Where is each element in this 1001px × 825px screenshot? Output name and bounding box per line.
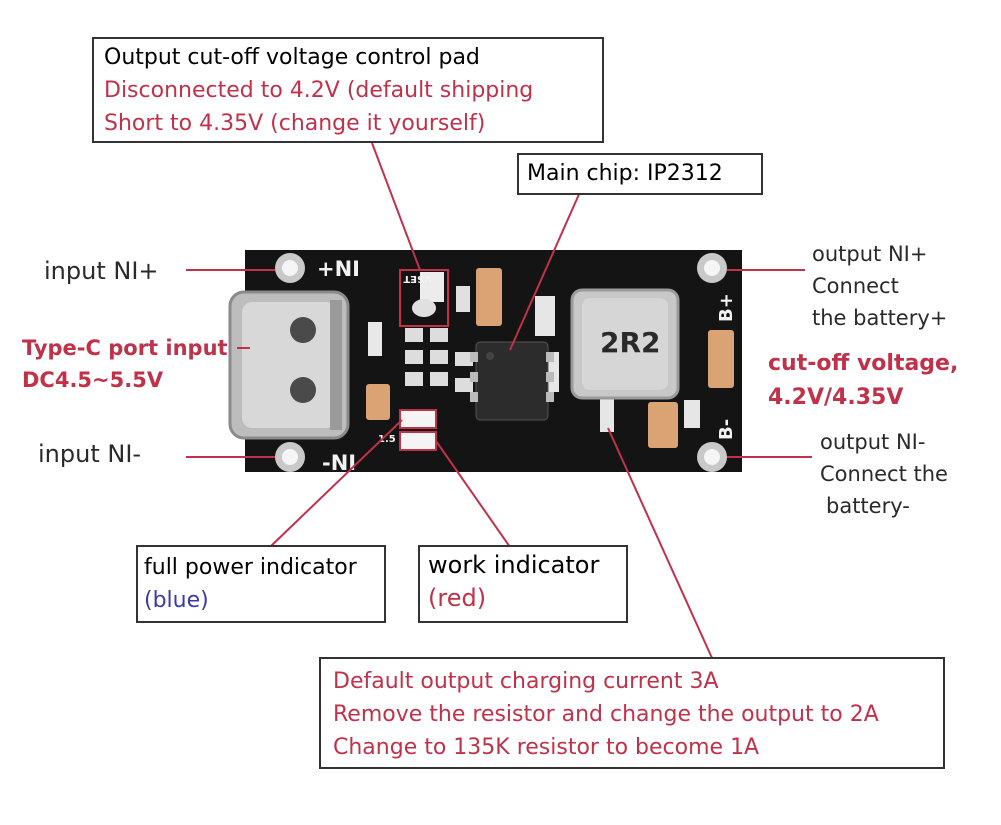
vset-solder-pad bbox=[412, 299, 436, 317]
full-power-led bbox=[399, 409, 437, 429]
cutoff-voltage-label-2: 4.2V/4.35V bbox=[768, 385, 904, 410]
silk-pin-positive: +NI bbox=[317, 257, 360, 281]
leader-lines bbox=[186, 142, 812, 659]
silk-vset: VSET bbox=[403, 273, 432, 284]
silk-small-mark: 1.5 bbox=[378, 434, 396, 445]
typec-label-1: Type-C port input bbox=[22, 336, 228, 360]
silk-battery-negative: B- bbox=[716, 419, 737, 440]
silk-pin-negative: -NI bbox=[322, 451, 356, 475]
output-positive-label-1: output NI+ bbox=[812, 242, 928, 266]
cutoff-pad-title: Output cut-off voltage control pad bbox=[104, 45, 480, 70]
ip2312-chip bbox=[470, 341, 554, 421]
smd-components bbox=[366, 268, 734, 448]
input-negative-label: input NI- bbox=[38, 440, 142, 468]
output-positive-label-2: Connect bbox=[812, 274, 899, 298]
cutoff-pad-line-2: Disconnected to 4.2V (default shipping bbox=[104, 78, 534, 103]
typec-label-2: DC4.5~5.5V bbox=[22, 368, 164, 392]
cutoff-voltage-label-1: cut-off voltage, bbox=[768, 351, 959, 376]
pad-battery-positive bbox=[697, 253, 727, 283]
pad-battery-negative bbox=[697, 442, 727, 472]
cutoff-pad-callout: Output cut-off voltage control pad Disco… bbox=[92, 37, 604, 143]
output-negative-label-3: battery- bbox=[826, 494, 910, 518]
work-line-1: work indicator bbox=[428, 551, 600, 579]
inductor bbox=[570, 288, 680, 400]
type-c-port bbox=[228, 290, 350, 440]
current-line-2: Remove the resistor and change the outpu… bbox=[333, 702, 879, 727]
inductor-marking: 2R2 bbox=[600, 326, 661, 359]
full-power-line-2: (blue) bbox=[144, 588, 209, 613]
full-power-callout: full power indicator (blue) bbox=[136, 545, 386, 623]
charging-current-callout: Default output charging current 3A Remov… bbox=[319, 657, 945, 769]
cutoff-pad-line-3: Short to 4.35V (change it yourself) bbox=[104, 111, 486, 136]
main-chip-label: Main chip: IP2312 bbox=[527, 161, 723, 186]
work-led bbox=[399, 431, 437, 451]
current-set-resistor bbox=[600, 398, 614, 432]
current-line-3: Change to 135K resistor to become 1A bbox=[333, 735, 760, 760]
full-power-line-1: full power indicator bbox=[144, 555, 357, 580]
main-chip-callout: Main chip: IP2312 bbox=[517, 153, 763, 195]
work-indicator-callout: work indicator (red) bbox=[418, 545, 628, 623]
output-negative-label-1: output NI- bbox=[820, 430, 926, 454]
pad-input-positive bbox=[275, 253, 305, 283]
vset-pad bbox=[399, 269, 449, 327]
output-positive-label-3: the battery+ bbox=[812, 306, 948, 330]
current-line-1: Default output charging current 3A bbox=[333, 669, 719, 694]
work-line-2: (red) bbox=[428, 584, 487, 612]
pad-input-negative bbox=[275, 442, 305, 472]
input-positive-label: input NI+ bbox=[44, 257, 159, 285]
silk-battery-positive: B+ bbox=[716, 293, 737, 322]
output-negative-label-2: Connect the bbox=[820, 462, 948, 486]
